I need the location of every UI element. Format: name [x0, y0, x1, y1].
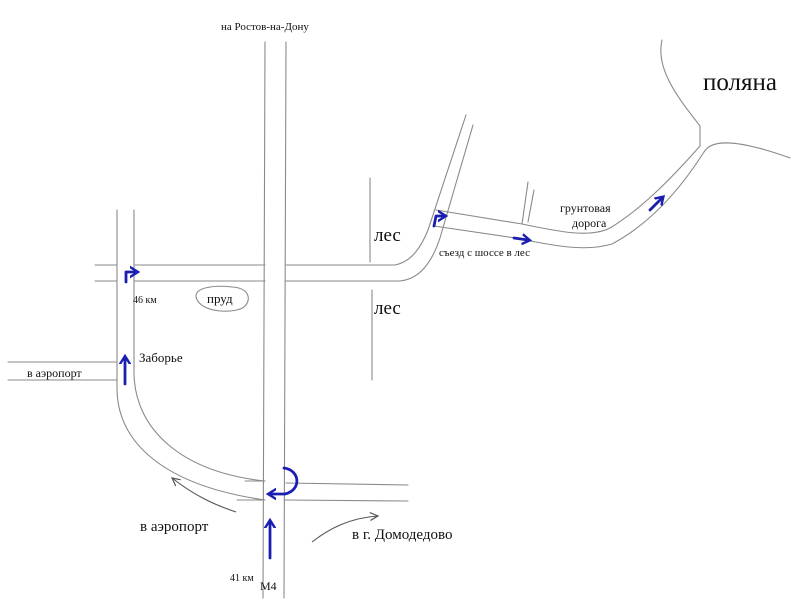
cross-road-top [285, 482, 409, 486]
pond-outline [195, 285, 249, 312]
blue-arrow-icon [512, 238, 528, 240]
side-track-left [521, 181, 529, 225]
clearing-boundary-right [703, 142, 791, 159]
blue-arrow-icon [648, 198, 662, 212]
dirt-road-top [521, 145, 701, 234]
label-46km: 46 км [133, 295, 157, 306]
label-polyana: поляна [703, 69, 777, 96]
highway-m4-right-edge [283, 41, 287, 599]
label-to-airport-bottom: в аэропорт [140, 519, 209, 535]
label-zaborye: Заборье [139, 350, 183, 365]
thin-arrow-icon [172, 478, 237, 513]
road-46km-top-b [285, 114, 467, 266]
label-exit-to-forest: съезд с шоссе в лес [439, 247, 530, 259]
dirt-road-bottom [514, 151, 705, 249]
label-to-domodedovo: в г. Домодедово [352, 527, 453, 543]
thin-arrow-icon [311, 516, 378, 543]
curve-road-outer [116, 387, 266, 501]
clearing-boundary-left [660, 39, 701, 147]
highway-m4-left-edge [262, 41, 266, 599]
exit-road-bottom [433, 225, 516, 239]
label-to-rostov: на Ростов-на-Дону [221, 21, 309, 33]
side-track-right [527, 189, 535, 223]
label-forest-bottom: лес [374, 298, 401, 319]
label-forest-top: лес [374, 225, 401, 246]
blue-arrow-icon [432, 216, 444, 228]
label-m4: М4 [260, 579, 277, 593]
blue-arrow-icon [270, 466, 299, 494]
road-46km-bottom-b [285, 124, 474, 282]
label-grunt-road: грунтовая [560, 201, 611, 215]
route-arrows [124, 198, 662, 560]
label-41km: 41 км [230, 573, 254, 584]
roads [7, 39, 791, 599]
cross-road-bottom [283, 499, 409, 502]
direction-arrows [172, 478, 378, 543]
blue-arrow-icon [124, 272, 136, 284]
exit-road-top [435, 209, 523, 225]
label-to-airport-left: в аэропорт [27, 366, 82, 380]
curve-road-inner [133, 371, 266, 482]
label-grunt-road-2: дорога [572, 216, 607, 230]
label-pond: пруд [207, 291, 233, 306]
